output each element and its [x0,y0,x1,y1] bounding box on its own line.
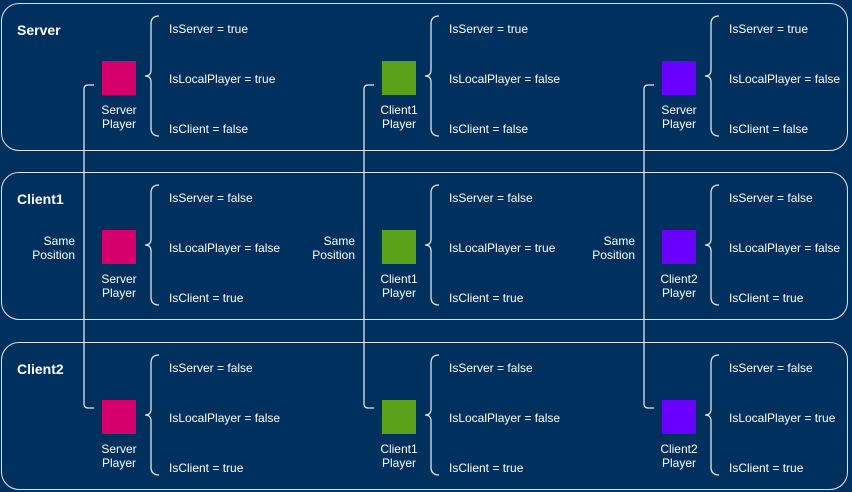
property-label: IsLocalPlayer = false [729,72,841,86]
property-label: IsClient = true [729,291,804,305]
player-label: Server Player [101,272,137,300]
property-label: IsClient = true [169,291,244,305]
row-title: Client2 [17,361,64,377]
row-title: Client1 [17,191,64,207]
row-title: Server [17,22,61,38]
property-label: IsLocalPlayer = false [169,411,281,425]
property-label: IsServer = false [729,191,813,205]
property-label: IsClient = true [729,461,804,475]
property-label: IsClient = true [169,461,244,475]
property-label: IsLocalPlayer = true [449,241,556,255]
same-position-label: Same Position [592,234,635,262]
property-label: IsServer = false [449,361,533,375]
property-label: IsServer = true [169,22,249,36]
property-label: IsClient = true [449,461,524,475]
property-label: IsLocalPlayer = false [449,411,561,425]
player-box [382,61,416,95]
same-position-label: Same Position [312,234,355,262]
player-box [662,61,696,95]
property-label: IsServer = false [169,191,253,205]
player-box [102,400,136,434]
player-box [382,400,416,434]
player-label: Server Player [661,103,697,131]
player-box [102,230,136,264]
player-box [662,230,696,264]
player-box [382,230,416,264]
player-label: Client1 Player [380,103,418,131]
player-label: Server Player [101,103,137,131]
player-label: Client1 Player [380,442,418,470]
property-label: IsServer = false [449,191,533,205]
player-label: Client2 Player [660,442,698,470]
player-cell: Server Player Same Position IsServer = fal… [2,173,282,321]
property-label: IsClient = false [729,122,809,136]
player-cell: Client2 Player Same Position IsServer = fa… [562,173,842,321]
property-label: IsServer = true [449,22,529,36]
property-label: IsServer = true [729,22,809,36]
property-label: IsLocalPlayer = false [449,72,561,86]
property-label: IsServer = false [729,361,813,375]
property-label: IsServer = false [169,361,253,375]
player-label: Client1 Player [380,272,418,300]
property-label: IsClient = true [449,291,524,305]
property-label: IsLocalPlayer = true [169,72,276,86]
player-box [662,400,696,434]
property-label: IsLocalPlayer = false [729,241,841,255]
property-label: IsLocalPlayer = false [169,241,281,255]
player-box [102,61,136,95]
player-label: Client2 Player [660,272,698,300]
property-label: IsLocalPlayer = true [729,411,836,425]
same-position-label: Same Position [32,234,75,262]
player-label: Server Player [101,442,137,470]
property-label: IsClient = false [449,122,529,136]
player-cell: Client1 Player Same Position IsServer = fa… [282,173,562,321]
property-label: IsClient = false [169,122,249,136]
